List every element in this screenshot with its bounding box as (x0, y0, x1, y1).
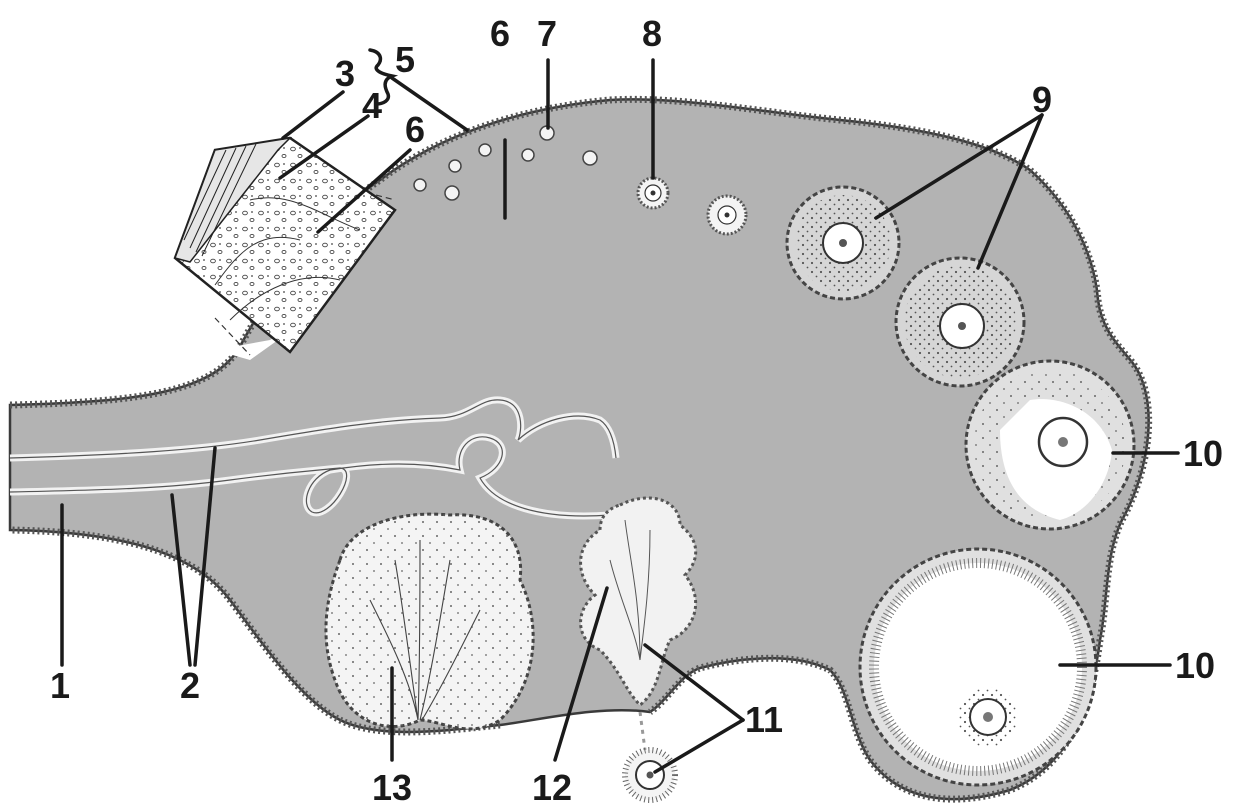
secondary-follicle-2 (896, 258, 1024, 386)
label-4: 4 (362, 85, 382, 126)
antral-follicle (966, 361, 1134, 529)
label-2: 2 (180, 665, 200, 706)
released-oocyte (625, 712, 675, 800)
label-12: 12 (532, 767, 572, 808)
label-7: 7 (537, 13, 557, 54)
label-1: 1 (50, 665, 70, 706)
label-5: 5 (395, 39, 415, 80)
label-13: 13 (372, 767, 412, 808)
mature-graafian-follicle (860, 549, 1096, 785)
label-6-inset: 6 (405, 109, 425, 150)
label-9: 9 (1032, 79, 1052, 120)
leader-11b (655, 720, 743, 772)
label-10-upper: 10 (1183, 433, 1223, 474)
leader-5 (392, 78, 467, 130)
leader-3 (283, 92, 343, 138)
secondary-follicle-1 (787, 187, 899, 299)
label-6-stroma: 6 (490, 13, 510, 54)
label-8: 8 (642, 13, 662, 54)
label-10-lower: 10 (1175, 645, 1215, 686)
label-3: 3 (335, 53, 355, 94)
label-11: 11 (745, 699, 783, 740)
corpus-luteum (326, 514, 533, 729)
